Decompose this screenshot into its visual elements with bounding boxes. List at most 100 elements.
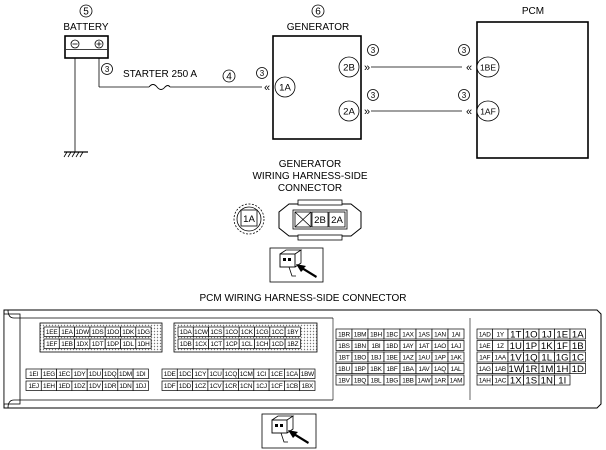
pcm-pin-label: 1DH [137, 341, 150, 348]
pcm-pin-label: 1CC [271, 329, 284, 336]
pcm-pin: 1F [554, 340, 571, 352]
pcm-pin: 1Q [523, 351, 540, 363]
pcm-pin: 1DP [104, 338, 121, 349]
pcm-pin: 1CE [268, 368, 285, 379]
pcm-pin-label: 1B [572, 341, 584, 352]
pcm-pin-label: 1Q [525, 352, 538, 363]
pcm-pin: 1AG [476, 363, 493, 374]
pcm-pin-label: 1AE [479, 343, 490, 350]
pcm-pin: 1CQ [222, 368, 239, 379]
pcm-pin-label: 1AF [479, 354, 490, 361]
pcm-pin-label: 1BK [370, 366, 382, 373]
pcm-pin: 1BV [335, 374, 353, 386]
pcm-pin: 1T [507, 328, 524, 340]
pcm-pin: 1EJ [25, 380, 42, 391]
pcm-pin-label: 1CD [271, 341, 284, 348]
pcm-pin-label: 1DY [74, 371, 87, 378]
pcm-pin: 1BS [335, 340, 353, 351]
pcm-pin-label: 1DN [119, 383, 132, 390]
svg-text:»: » [364, 106, 370, 118]
pcm-pin: 1BP [351, 363, 369, 374]
pcm-pin: 1J [538, 328, 555, 340]
pcm-pin-label: 1DS [92, 329, 104, 336]
pcm-pin-label: 1CT [211, 341, 223, 348]
pcm-pin: 1BW [299, 368, 316, 379]
pcm-pin: 1DE [161, 368, 178, 379]
pcm-pin: 1L [538, 351, 555, 363]
pcm-pin: 1DN [117, 380, 134, 391]
pcm-pin: 1ED [56, 380, 73, 391]
pcm-pin-label: 1H [556, 364, 568, 375]
svg-text:»: » [364, 62, 370, 74]
pcm-pin: 1CG [254, 326, 271, 337]
pcm-pin: 1BB [399, 374, 417, 386]
pcm-pin-1af [476, 100, 500, 122]
pcm-pin-label: 1CP [226, 341, 238, 348]
pcm-pin-label: 1AW [417, 377, 431, 384]
pcm-pin: 1CH [254, 338, 271, 349]
pcm-pin: 1BQ [351, 374, 369, 386]
generator-pin-2a [338, 100, 360, 122]
pcm-pin-label: 1AI [452, 331, 461, 338]
pcm-pin-label: 1CV [210, 383, 223, 390]
pcm-pin-label: 1BM [354, 331, 367, 338]
pcm-pin: 1CF [268, 380, 285, 391]
pcm-pin: 1BH [367, 328, 385, 340]
pcm-pin-label: 1AC [494, 377, 506, 384]
pcm-pin: 1A [569, 328, 586, 340]
pcm-pin-label: 1CK [241, 329, 254, 336]
pcm-pin: 1DM [117, 368, 134, 379]
pcm-pin: 1CA [284, 368, 301, 379]
pcm-pin-label: 1BD [386, 343, 398, 350]
pcm-pin: 1BO [351, 351, 369, 363]
pcm-pin-label: 1BZ [287, 341, 298, 348]
pcm-pin: 1DT [89, 338, 106, 349]
pcm-pin-label: 1AB [495, 366, 506, 373]
pcm-pin: 1CR [222, 380, 239, 391]
pcm-pin-label: 1L [541, 352, 552, 363]
pcm-pin: 1BT [335, 351, 353, 363]
pcm-pin-label: 1DK [122, 329, 135, 336]
pcm-pin-label: 1CQ [225, 371, 238, 378]
pcm-pin: 1AC [492, 374, 509, 386]
pcm-pin: 1AT [415, 340, 433, 351]
pcm-pin: 1CB [284, 380, 301, 391]
pcm-pin: 1AF [476, 351, 493, 363]
pcm-pin-label: 1X [510, 375, 522, 386]
generator-two-pin-connector: 2B 2A [278, 199, 362, 241]
pcm-pin: 1BG [383, 374, 401, 386]
pcm-pin-label: 1DP [107, 341, 119, 348]
pcm-pin-label: 1EB [61, 341, 72, 348]
starter-wire-callout [222, 69, 236, 83]
pcm-pin: 1DF [161, 380, 178, 391]
pcm-pin: 1DA [177, 326, 194, 337]
svg-text:1A: 1A [279, 83, 291, 94]
pcm-pin: 1H [554, 363, 571, 375]
pcm-pin: 1BR [335, 328, 353, 340]
pcm-pin-label: 1CO [225, 329, 238, 336]
pcm-pin: 1AB [492, 363, 509, 374]
pcm-pin-label: 1DE [164, 371, 176, 378]
pcm-pin-label: 1ED [58, 383, 70, 390]
pcm-pin: 1C [569, 351, 586, 363]
pcm-pin-label: 1AD [479, 331, 491, 338]
pcm-pin-label: 1DB [180, 341, 192, 348]
pcm-pin-label: 1BU [338, 366, 350, 373]
pcm-pin: 1CS [208, 326, 225, 337]
generator-single-pin-connector: 1A [233, 203, 265, 235]
pcm-pin: 1DX [74, 338, 91, 349]
svg-text:2A: 2A [343, 107, 355, 118]
pcm-pin: 1CZ [192, 380, 209, 391]
pcm-pin-label: 1DC [179, 371, 192, 378]
pcm-pin-label: 1DZ [74, 383, 86, 390]
generator-label: GENERATOR [287, 22, 349, 33]
pcm-pin-label: 1AR [434, 377, 446, 384]
pcm-pin: 1S [523, 374, 540, 386]
pcm-pin: 1X [507, 374, 524, 386]
pcm-pin: 1DK [120, 326, 137, 337]
pcm-pin-label: 1I [558, 375, 566, 386]
pcm-pin: 1AD [476, 328, 493, 340]
pcm-pin-label: 1BO [354, 354, 366, 361]
pcm-pin-label: 1J [542, 329, 552, 340]
